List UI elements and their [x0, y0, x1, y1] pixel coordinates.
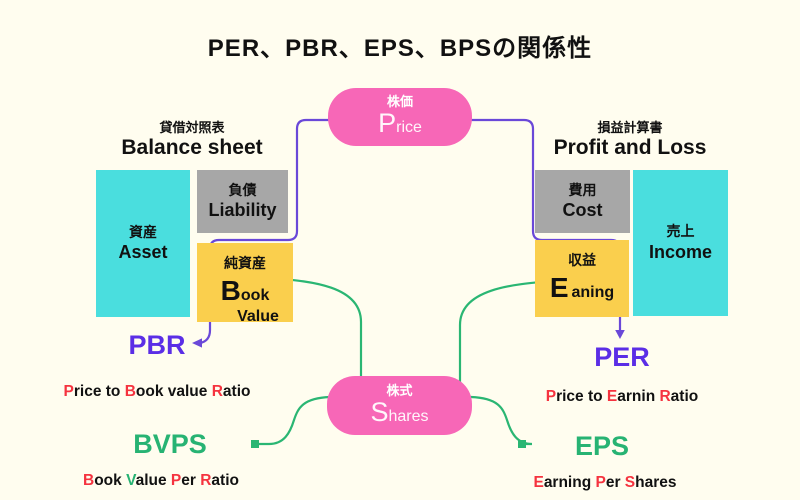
book-value-box: 純資産 Book Value: [197, 243, 293, 325]
asset-label-en: Asset: [118, 242, 168, 262]
book-value-initial: B: [220, 274, 241, 306]
shares-label-jp: 株式: [386, 382, 413, 398]
income-label-jp: 売上: [666, 223, 695, 239]
price-node: 株価 Price: [328, 88, 472, 146]
price-rest: rice: [396, 119, 422, 137]
earning-label-jp: 収益: [568, 252, 596, 269]
asset-label-jp: 資産: [129, 223, 157, 240]
eps-label: EPS: [574, 431, 630, 461]
eps-connector-end: [518, 440, 526, 448]
per-label: PER: [594, 342, 650, 372]
profit-and-loss-header: 損益計算書 Profit and Loss: [520, 120, 740, 160]
liability-label-en: Liability: [208, 200, 277, 220]
shares-initial: S: [370, 396, 389, 427]
profit-and-loss-header-en: Profit and Loss: [553, 135, 707, 159]
bvps-label: BVPS: [133, 429, 207, 459]
shares-label-en: Shares: [370, 396, 429, 428]
book-value-rest: ook: [240, 286, 270, 304]
shares-rest: hares: [388, 407, 429, 425]
price-label-jp: 株価: [386, 94, 413, 109]
balance-sheet-header-en: Balance sheet: [121, 135, 263, 159]
cost-box: 費用 Cost: [535, 170, 630, 233]
book-value-label-en: Book: [221, 273, 270, 308]
per-subtitle: Price to Earnin Ratio: [545, 387, 699, 405]
price-initial: P: [378, 108, 397, 139]
book-value-label-jp: 純資産: [224, 255, 266, 271]
liability-label-jp: 負債: [228, 181, 257, 198]
balance-sheet-header: 貸借対照表 Balance sheet: [82, 120, 302, 160]
cost-label-jp: 費用: [568, 181, 597, 198]
bvps-connector-end: [251, 440, 259, 448]
shares-node: 株式 Shares: [327, 376, 472, 435]
asset-box: 資産 Asset: [96, 170, 190, 317]
income-box: 売上 Income: [633, 170, 728, 316]
liability-box: 負債 Liability: [197, 170, 288, 233]
eps-subtitle: Earning Per Shares: [533, 473, 677, 491]
per-arrowhead: [615, 330, 625, 339]
income-label-en: Income: [648, 241, 713, 262]
book-value-line2: Value: [237, 307, 279, 325]
pbr-label: PBR: [128, 330, 186, 360]
page-title: PER、PBR、EPS、BPSの関係性: [207, 35, 593, 62]
earning-initial: E: [549, 271, 569, 303]
cost-label-en: Cost: [562, 200, 603, 220]
bvps-subtitle: Book Value Per Ratio: [83, 471, 239, 489]
pbr-subtitle: Price to Book value Ratio: [63, 382, 251, 400]
profit-and-loss-header-jp: 損益計算書: [597, 120, 663, 135]
price-label-en: Price: [378, 108, 422, 139]
balance-sheet-header-jp: 貸借対照表: [159, 120, 225, 135]
earning-rest: aning: [571, 283, 615, 301]
